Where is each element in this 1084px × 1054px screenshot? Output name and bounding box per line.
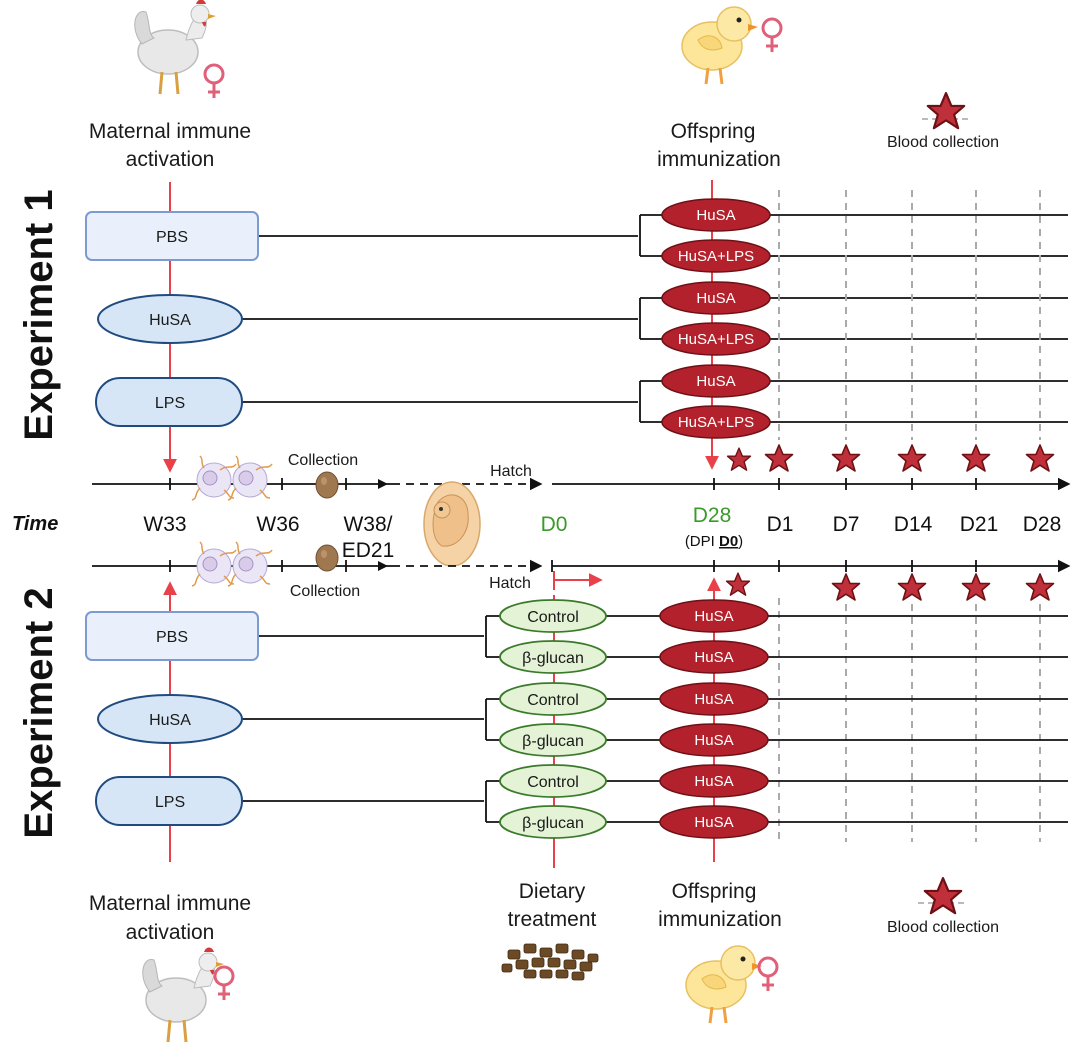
star-icon <box>1025 573 1055 601</box>
offspring-group-label: HuSA <box>694 732 733 749</box>
maternal-group-label: PBS <box>156 629 188 646</box>
maternal-group-husa-exp2: HuSA <box>97 694 243 744</box>
blood-collection-label-bottom: Blood collection <box>887 919 999 936</box>
offspring-group-label: HuSA <box>696 373 735 390</box>
w38-label-line1: W38/ <box>343 513 392 536</box>
offspring-group-label: HuSA+LPS <box>678 248 754 265</box>
day-label: D21 <box>960 513 999 536</box>
day-label: D14 <box>894 513 933 536</box>
offspring-label-top-line1: Offspring <box>671 120 756 143</box>
blood-collection-stars-exp2 <box>725 572 1055 601</box>
dietary-start-arrow <box>553 571 603 590</box>
offspring-group-label: HuSA <box>696 207 735 224</box>
d28-green-label: D28 <box>693 504 732 527</box>
blood-collection-label-top: Blood collection <box>887 134 999 151</box>
diet-group-label: Control <box>527 692 579 709</box>
star-icon <box>897 573 927 601</box>
dietary-label-line2: treatment <box>508 908 597 931</box>
hen-icon <box>133 0 218 96</box>
maternal-group-label: HuSA <box>149 312 191 329</box>
maternal-group-label: HuSA <box>149 712 191 729</box>
female-symbol-icon <box>757 956 779 993</box>
offspring-group-label: HuSA <box>696 290 735 307</box>
w38-label-line2: ED21 <box>342 539 395 562</box>
maternal-group-label: LPS <box>155 395 185 412</box>
w33-label: W33 <box>143 513 186 536</box>
offspring-label-bottom-line2: immunization <box>658 908 782 931</box>
hatch-label-top: Hatch <box>490 463 532 480</box>
hen-icon <box>141 946 226 1044</box>
w36-label: W36 <box>256 513 299 536</box>
star-icon <box>961 573 991 601</box>
diet-group-label: β-glucan <box>522 733 584 750</box>
experiment2-title: Experiment 2 <box>17 587 61 838</box>
timeline-top <box>92 477 1071 491</box>
maternal-label-bottom-line1: Maternal immune <box>89 892 251 915</box>
sperm-icon <box>227 455 273 501</box>
day-label: D7 <box>833 513 860 536</box>
star-icon <box>897 444 927 472</box>
diet-group-label: Control <box>527 774 579 791</box>
star-icon <box>726 447 752 471</box>
sperm-icon <box>191 455 237 501</box>
blood-collection-stars-exp1 <box>726 444 1055 472</box>
egg-icon <box>315 471 339 499</box>
sperm-icon <box>191 541 237 587</box>
maternal-group-label: LPS <box>155 794 185 811</box>
female-symbol-icon <box>761 17 783 54</box>
blood-collection-legend-top: Blood collection <box>887 92 999 151</box>
dietary-label-line1: Dietary <box>519 880 586 903</box>
experiment1-title: Experiment 1 <box>17 189 61 440</box>
feed-pellets-icon <box>501 943 599 981</box>
maternal-label-top-line2: activation <box>126 148 215 171</box>
hatch-label-bottom: Hatch <box>489 575 531 592</box>
chick-icon <box>680 5 760 86</box>
diet-group-label: β-glucan <box>522 650 584 667</box>
offspring-group-label: HuSA <box>694 773 733 790</box>
dpi-label: (DPI D0) <box>685 533 743 550</box>
offspring-group-exp2: HuSA HuSA HuSA HuSA HuSA HuSA <box>659 599 769 839</box>
offspring-label-bottom-line1: Offspring <box>672 880 757 903</box>
collection-label-top: Collection <box>288 452 358 469</box>
star-icon <box>831 444 861 472</box>
sperm-icon <box>227 541 273 587</box>
offspring-group-label: HuSA <box>694 691 733 708</box>
star-icon <box>764 444 794 472</box>
maternal-group-pbs-exp2: PBS <box>85 611 259 661</box>
maternal-group-lps-exp2: LPS <box>95 776 243 826</box>
maternal-group-husa-exp1: HuSA <box>97 294 243 344</box>
offspring-group-label: HuSA+LPS <box>678 414 754 431</box>
chick-icon <box>684 944 764 1025</box>
offspring-group-exp1: HuSA HuSA+LPS HuSA HuSA+LPS HuSA HuSA+LP… <box>661 198 771 439</box>
time-label: Time <box>12 513 58 535</box>
offspring-group-label: HuSA+LPS <box>678 331 754 348</box>
female-symbol-icon <box>213 965 235 1002</box>
diet-group-label: Control <box>527 609 579 626</box>
maternal-group-label: PBS <box>156 229 188 246</box>
star-icon <box>725 572 751 596</box>
offspring-group-label: HuSA <box>694 649 733 666</box>
d0-label: D0 <box>541 513 568 536</box>
embryo-icon <box>423 481 481 567</box>
diet-group-label: β-glucan <box>522 815 584 832</box>
collection-label-bottom: Collection <box>290 583 360 600</box>
star-icon <box>961 444 991 472</box>
day-label: D1 <box>767 513 794 536</box>
day-label: D28 <box>1023 513 1062 536</box>
maternal-group-pbs-exp1: PBS <box>85 211 259 261</box>
offspring-label-top-line2: immunization <box>657 148 781 171</box>
maternal-group-lps-exp1: LPS <box>95 377 243 427</box>
maternal-label-bottom-line2: activation <box>126 921 215 944</box>
offspring-group-label: HuSA <box>694 608 733 625</box>
star-icon <box>1025 444 1055 472</box>
egg-icon <box>315 544 339 572</box>
maternal-label-top-line1: Maternal immune <box>89 120 251 143</box>
star-icon <box>831 573 861 601</box>
diet-group-exp2: Control β-glucan Control β-glucan Contro… <box>499 599 607 839</box>
offspring-group-label: HuSA <box>694 814 733 831</box>
female-symbol-icon <box>203 63 225 100</box>
blood-collection-legend-bottom: Blood collection <box>887 877 999 936</box>
